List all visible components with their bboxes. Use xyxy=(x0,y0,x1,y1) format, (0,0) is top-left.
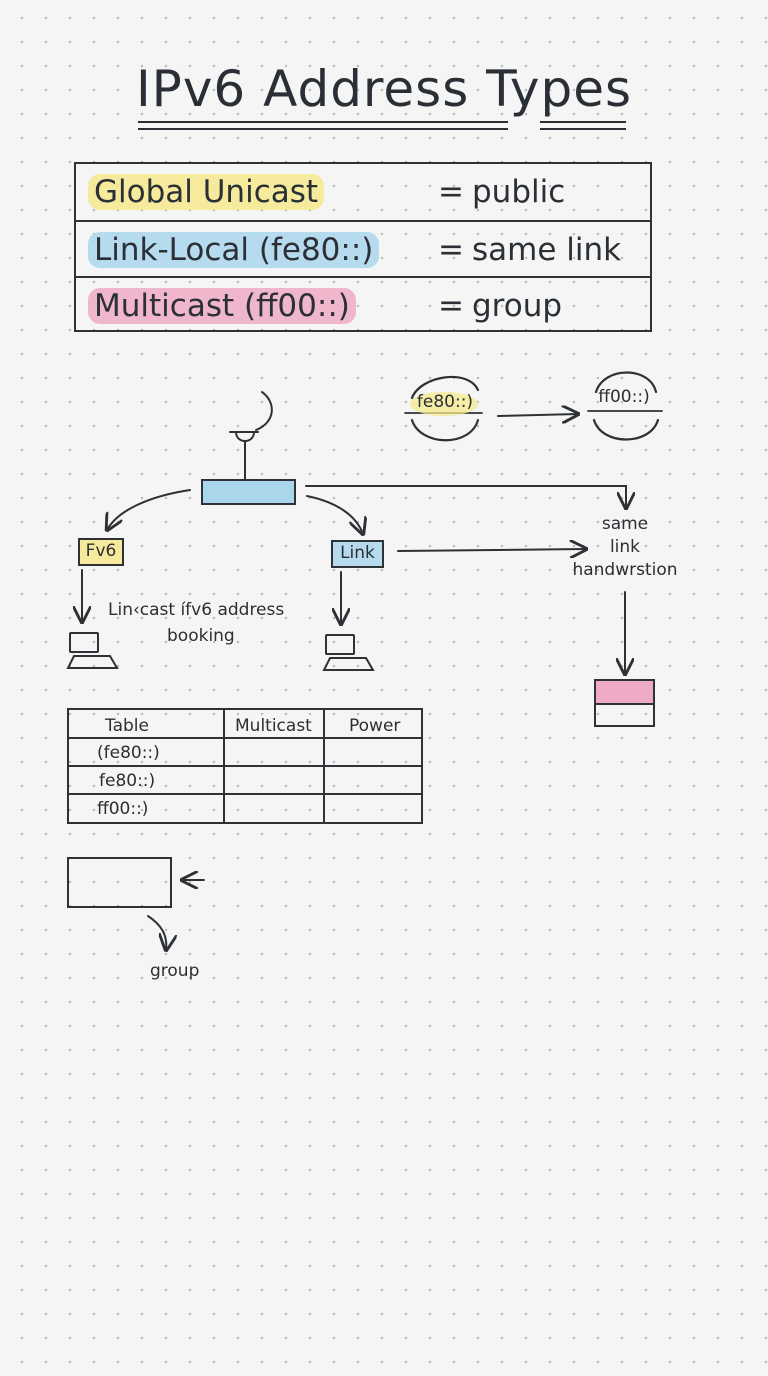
same-link-label-3: handwrstion xyxy=(572,560,678,580)
group-label: group xyxy=(150,961,200,981)
legend-term: Global Unicast xyxy=(88,174,325,210)
table-cell: (fe80::) xyxy=(97,743,160,763)
legend-equals: = xyxy=(438,288,464,324)
arrow-link-to-same-link xyxy=(397,549,586,551)
ff00-label: ff00::) xyxy=(598,387,650,407)
fe80-highlight xyxy=(410,392,478,416)
legend-row-link-local: Link-Local (fe80::) = same link xyxy=(76,220,650,276)
legend-equals: = xyxy=(438,174,464,210)
computer-icon xyxy=(66,632,119,669)
title-underline xyxy=(138,121,508,123)
table-header: Multicast xyxy=(235,716,312,736)
title-underline xyxy=(540,121,626,123)
legend-table: Global Unicast = public Link-Local (fe80… xyxy=(74,162,652,332)
arrow-to-group xyxy=(147,915,166,950)
table-grid xyxy=(67,708,423,824)
router-mount xyxy=(235,431,255,442)
legend-equals: = xyxy=(438,232,464,268)
router-box xyxy=(201,479,296,505)
node-link-label: Link xyxy=(340,543,375,563)
legend-term: Link-Local (fe80::) xyxy=(88,232,380,268)
table-header: Table xyxy=(105,716,149,736)
table-cell: fe80::) xyxy=(99,771,156,791)
legend-meaning: group xyxy=(472,288,563,324)
arrow-to-same-link xyxy=(305,485,626,508)
booking-note: booking xyxy=(167,626,235,646)
title-underline xyxy=(540,128,626,130)
table-cell: ff00::) xyxy=(97,799,149,819)
same-link-label-1: same xyxy=(601,514,649,534)
page-title: IPv6 Address Types xyxy=(135,60,633,118)
linkcast-note: Lin‹cast ífv6 address xyxy=(108,600,285,620)
legend-row-global-unicast: Global Unicast = public xyxy=(76,164,650,220)
ff00-circle xyxy=(587,371,663,441)
empty-box xyxy=(67,857,172,908)
node-fv6: Fv6 xyxy=(78,538,124,566)
legend-row-multicast: Multicast (ff00::) = group xyxy=(76,276,650,332)
address-table: Table Multicast Power (fe80::) fe80::) f… xyxy=(67,708,423,824)
pink-box xyxy=(594,679,655,705)
pink-box-base xyxy=(594,703,655,727)
title-underline xyxy=(138,128,508,130)
arrow-to-link xyxy=(306,495,363,534)
table-header: Power xyxy=(349,716,401,736)
computer-icon xyxy=(322,634,375,671)
arrow-to-fv6 xyxy=(107,489,191,530)
legend-meaning: public xyxy=(472,174,566,210)
legend-meaning: same link xyxy=(472,232,622,268)
fe80-label: fe80::) xyxy=(416,392,474,412)
antenna-cable xyxy=(255,391,273,431)
same-link-label-2: link xyxy=(609,537,641,557)
legend-term: Multicast (ff00::) xyxy=(88,288,356,324)
arrow-fe80-to-ff00 xyxy=(497,414,578,416)
node-link: Link xyxy=(331,540,384,568)
node-fv6-label: Fv6 xyxy=(85,541,117,561)
